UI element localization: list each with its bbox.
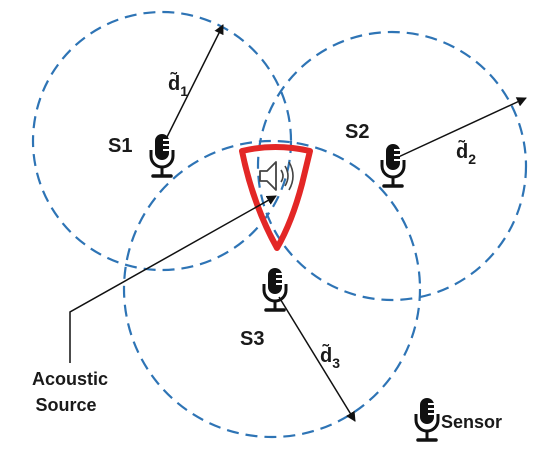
speaker-icon xyxy=(259,161,294,191)
sensor-label-s3: S3 xyxy=(240,328,264,350)
distance-symbol-s1: d̃ xyxy=(168,71,180,95)
radius-arrow-s2 xyxy=(393,97,527,160)
distance-symbol-s2: d̃ xyxy=(456,139,468,163)
legend-label: Sensor xyxy=(441,412,502,432)
sensor-label-s1: S1 xyxy=(108,135,132,157)
distance-label-s2: d̃2 xyxy=(456,139,476,167)
microphone-icon-legend xyxy=(414,396,440,442)
source-leader-line xyxy=(69,195,277,363)
sensor-label-s2: S2 xyxy=(345,121,369,143)
distance-index-s1: 1 xyxy=(180,83,188,99)
range-circle-s3 xyxy=(122,139,422,439)
range-circle-s2 xyxy=(256,30,528,302)
distance-index-s2: 2 xyxy=(468,151,476,167)
intersection-region xyxy=(239,144,313,251)
radius-arrow-s1 xyxy=(160,24,224,150)
source-label-line1: Acoustic xyxy=(32,369,108,389)
microphone-icon-s1 xyxy=(149,132,175,178)
range-circle-s1 xyxy=(31,10,293,272)
source-label-line2: Source xyxy=(35,395,96,415)
distance-index-s3: 3 xyxy=(332,355,340,371)
distance-label-s3: d̃3 xyxy=(320,343,340,371)
distance-symbol-s3: d̃ xyxy=(320,343,332,367)
distance-label-s1: d̃1 xyxy=(168,71,188,99)
radius-arrow-s3 xyxy=(278,296,356,422)
microphone-icon-s2 xyxy=(380,142,406,188)
